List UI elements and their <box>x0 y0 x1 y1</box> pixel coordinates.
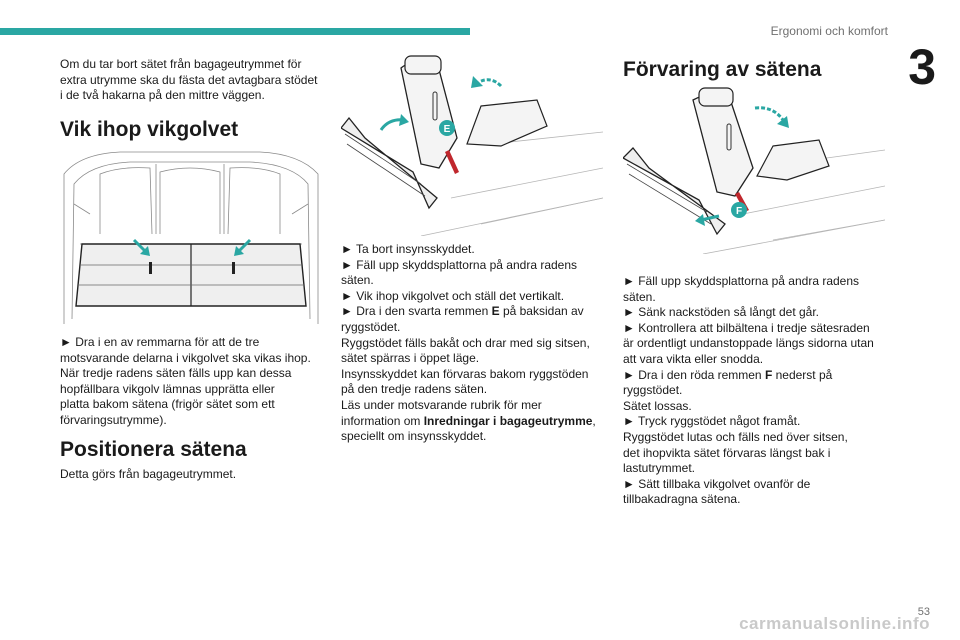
text-line: ► Tryck ryggstödet något framåt. <box>623 414 801 429</box>
text-line: ► Dra i den svarta remmen E på baksidan … <box>341 304 611 320</box>
text-line: tillbakadragna sätena. <box>623 492 741 507</box>
text-line: Sätet lossas. <box>623 398 692 413</box>
text-line: sätet spärras i öppet läge. <box>341 351 480 366</box>
text-line: i de två hakarna på den mittre väggen. <box>60 88 265 103</box>
intro-text: Om du tar bort sätet från bagageutrymmet… <box>60 57 330 104</box>
text-line: att vara vikta eller snodda. <box>623 351 764 366</box>
seat-storage-instructions: ► Fäll upp skyddsplattorna på andra rade… <box>623 274 893 508</box>
text-line: hopfällbara vikgolv lämnas upprätta elle… <box>60 381 275 396</box>
heading-position-seats: Positionera sätena <box>60 438 247 461</box>
badge-e <box>439 120 455 136</box>
text-line: Om du tar bort sätet från bagageutrymmet… <box>60 57 302 71</box>
badge-f <box>731 202 747 218</box>
position-seats-text: Detta görs från bagageutrymmet. <box>60 467 330 483</box>
text-line: det ihopvikta sätet förvaras längst bak … <box>623 445 831 460</box>
text-line: ► Dra i en av remmarna för att de tre <box>60 335 260 349</box>
section-title: Ergonomi och komfort <box>770 24 888 38</box>
page-number: 53 <box>917 606 930 618</box>
strap-letter-f: F <box>764 367 773 382</box>
text-line: information om Inredningar i bagageutrym… <box>341 414 611 430</box>
text-line: ► Fäll upp skyddsplattorna på andra rade… <box>341 257 578 272</box>
text-line: ryggstödet. <box>623 383 683 398</box>
text-line: platta bakom sätena (frigör sätet som et… <box>60 397 275 412</box>
watermark: carmanualsonline.info <box>739 614 930 633</box>
text-line: ► Sänk nackstöden så långt det går. <box>623 305 820 320</box>
heading-seat-storage: Förvaring av sätena <box>623 58 822 81</box>
text-line: ryggstödet. <box>341 319 401 334</box>
seat-unfold-instructions: ► Ta bort insynsskyddet. ► Fäll upp skyd… <box>341 242 611 445</box>
text-line: Ryggstödet fälls bakåt och drar med sig … <box>341 335 590 350</box>
text-line: motsvarande delarna i vikgolvet ska vika… <box>60 350 311 365</box>
text-line: ► Ta bort insynsskyddet. <box>341 242 475 256</box>
strap-letter-e: E <box>491 304 500 319</box>
chapter-number: 3 <box>908 39 936 95</box>
text-run: ► Dra i den röda remmen <box>623 367 765 382</box>
text-line: Insynsskyddet kan förvaras bakom ryggstö… <box>341 366 589 381</box>
text-run: nederst på <box>772 367 833 382</box>
text-run: ► Dra i den svarta remmen <box>341 304 492 319</box>
text-line: ► Dra i den röda remmen F nederst på <box>623 368 893 384</box>
text-run: på baksidan av <box>499 304 584 319</box>
text-line: När tredje radens säten fälls upp kan de… <box>60 366 292 381</box>
text-line: Detta görs från bagageutrymmet. <box>60 467 237 481</box>
text-line: Ryggstödet lutas och fälls ned över sits… <box>623 429 848 444</box>
text-line: ► Vik ihop vikgolvet och ställ det verti… <box>341 288 565 303</box>
text-line: lastutrymmet. <box>623 461 696 476</box>
heading-fold-floor: Vik ihop vikgolvet <box>60 118 239 141</box>
seat-storage-illustration: F <box>623 84 885 254</box>
text-line: Läs under motsvarande rubrik för mer <box>341 397 542 412</box>
fold-floor-instructions: ► Dra i en av remmarna för att de tre mo… <box>60 335 330 429</box>
header-accent-bar <box>0 28 470 35</box>
text-line: ► Sätt tillbaka vikgolvet ovanför de <box>623 476 811 491</box>
badge-e-label: E <box>444 124 451 135</box>
text-line: förvaringsutrymme). <box>60 412 167 427</box>
text-run: information om <box>341 413 424 428</box>
seat-unfold-illustration: E <box>341 48 603 236</box>
text-line: på den tredje radens säten. <box>341 382 488 397</box>
text-line: är ordentligt undanstoppade längs sidorn… <box>623 336 874 351</box>
text-line: säten. <box>341 273 374 288</box>
text-line: säten. <box>623 289 656 304</box>
badge-f-label: F <box>736 206 742 217</box>
cross-reference: Inredningar i bagageutrymme <box>423 413 593 428</box>
text-line: extra utrymme ska du fästa det avtagbara… <box>60 72 318 87</box>
text-line: speciellt om insynsskyddet. <box>341 429 487 444</box>
folding-floor-illustration <box>60 144 322 328</box>
text-line: ► Fäll upp skyddsplattorna på andra rade… <box>623 274 860 288</box>
text-run: , <box>592 413 596 428</box>
text-line: ► Kontrollera att bilbältena i tredje sä… <box>623 320 870 335</box>
